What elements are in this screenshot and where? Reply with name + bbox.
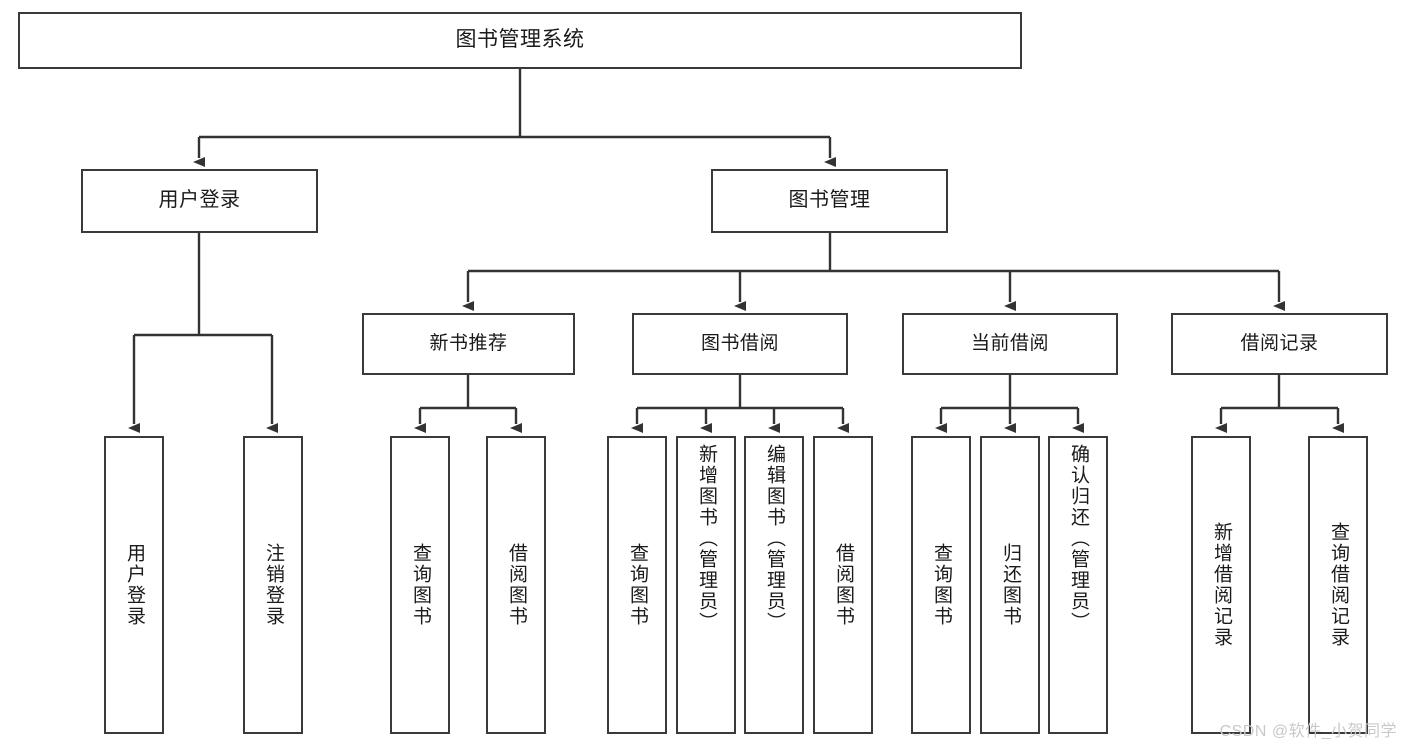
node-label: 确认归还（管理员） [1067, 444, 1089, 633]
leaf-borrow-book[interactable]: 借阅图书 [813, 436, 873, 734]
node-label: 图书管理系统 [455, 28, 585, 52]
node-label: 当前借阅 [970, 332, 1049, 354]
csdn-watermark: CSDN @软件_小贺同学 [1219, 723, 1397, 740]
leaf-return-book[interactable]: 归还图书 [980, 436, 1040, 734]
node-label: 注销登录 [262, 543, 284, 627]
node-label: 新增图书（管理员） [695, 444, 717, 633]
node-label: 借阅图书 [505, 543, 527, 627]
leaf-confirm-return-admin[interactable]: 确认归还（管理员） [1048, 436, 1108, 734]
node-label: 编辑图书（管理员） [763, 444, 785, 633]
leaf-logout[interactable]: 注销登录 [243, 436, 303, 734]
node-label: 借阅图书 [832, 543, 854, 627]
leaf-edit-book-admin[interactable]: 编辑图书（管理员） [744, 436, 804, 734]
node-label: 图书管理 [788, 189, 871, 212]
node-label: 新增借阅记录 [1210, 522, 1232, 648]
node-user-login[interactable]: 用户登录 [81, 169, 318, 233]
leaf-add-borrow-record[interactable]: 新增借阅记录 [1191, 436, 1251, 734]
node-label: 新书推荐 [429, 332, 508, 354]
node-label: 查询图书 [930, 543, 952, 627]
node-current-borrow[interactable]: 当前借阅 [902, 313, 1118, 375]
leaf-query-book-borrow[interactable]: 查询图书 [607, 436, 667, 734]
leaf-query-book-current[interactable]: 查询图书 [911, 436, 971, 734]
leaf-user-login[interactable]: 用户登录 [104, 436, 164, 734]
node-borrow-record[interactable]: 借阅记录 [1171, 313, 1388, 375]
node-label: 查询图书 [626, 543, 648, 627]
node-label: 用户登录 [158, 189, 241, 212]
node-new-book-recommend[interactable]: 新书推荐 [362, 313, 575, 375]
leaf-borrow-book-recommend[interactable]: 借阅图书 [486, 436, 546, 734]
node-label: 借阅记录 [1240, 332, 1319, 354]
leaf-add-book-admin[interactable]: 新增图书（管理员） [676, 436, 736, 734]
node-label: 查询借阅记录 [1327, 522, 1349, 648]
node-label: 用户登录 [123, 543, 145, 627]
node-book-management[interactable]: 图书管理 [711, 169, 948, 233]
node-label: 查询图书 [409, 543, 431, 627]
node-label: 归还图书 [999, 543, 1021, 627]
node-label: 图书借阅 [700, 332, 779, 354]
leaf-query-book-recommend[interactable]: 查询图书 [390, 436, 450, 734]
node-book-borrow[interactable]: 图书借阅 [632, 313, 848, 375]
node-book-management-system[interactable]: 图书管理系统 [18, 12, 1022, 69]
leaf-query-borrow-record[interactable]: 查询借阅记录 [1308, 436, 1368, 734]
